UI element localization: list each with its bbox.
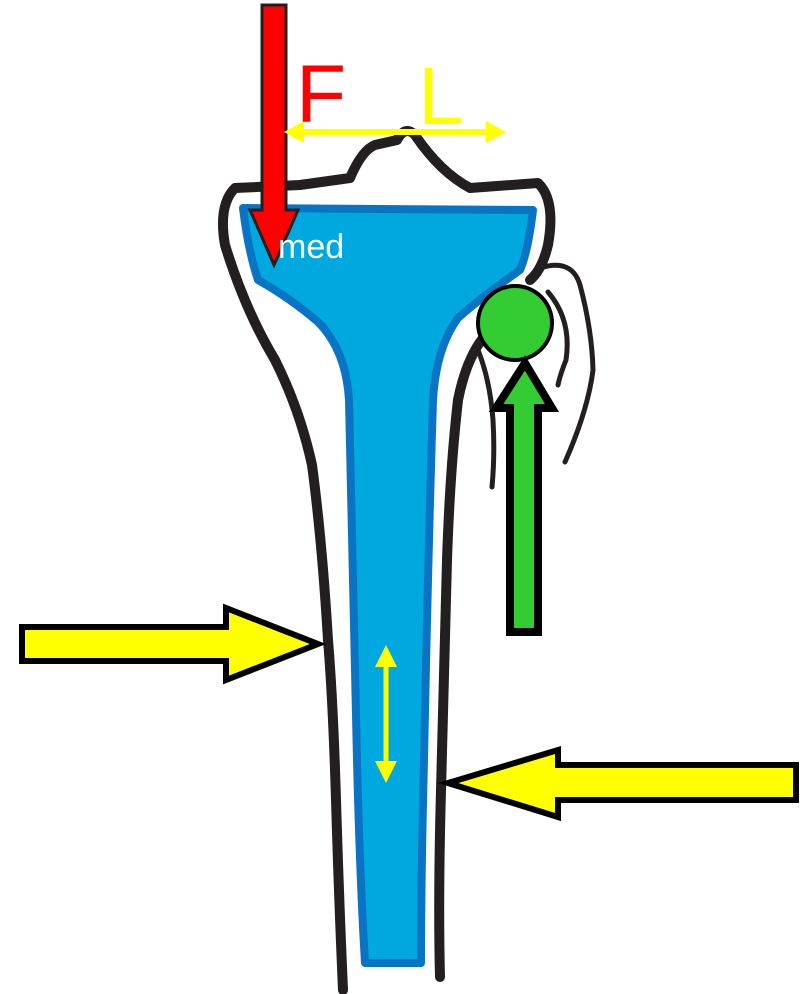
force-label: F [296, 49, 346, 140]
tendon-line-left [478, 350, 494, 487]
green-pivot-circle [478, 286, 552, 360]
tendon-line-inner [548, 292, 567, 385]
muscle-pull [478, 286, 552, 632]
medial-label: med [278, 228, 344, 266]
yellow-lateral-arrow-right [448, 750, 796, 817]
green-pull-arrow [496, 363, 552, 632]
length-arrow-head-right [486, 121, 506, 143]
bone-outline-right [439, 338, 483, 977]
yellow-lateral-arrow-left [22, 608, 318, 680]
length-label: L [418, 51, 464, 142]
